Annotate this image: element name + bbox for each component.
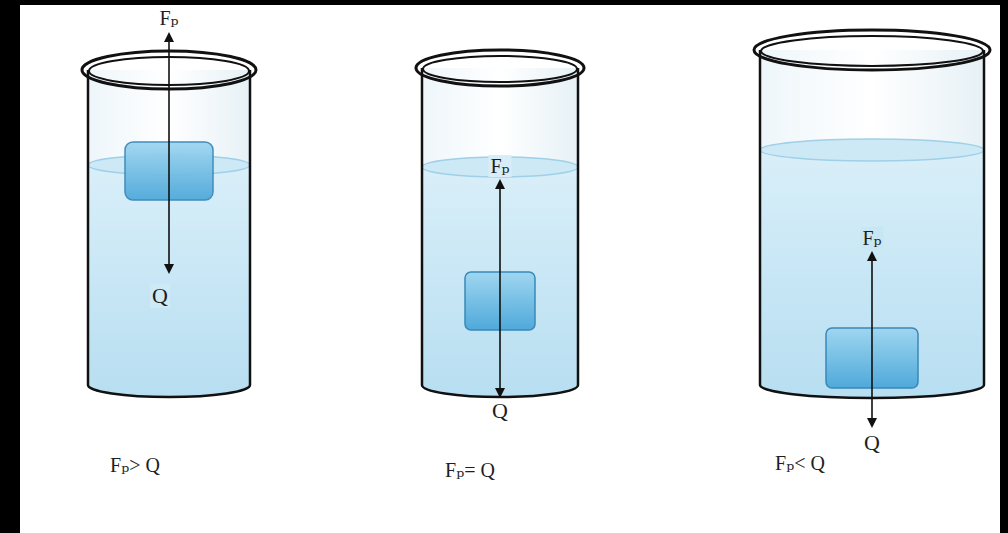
force-label: Q — [150, 284, 170, 308]
force-label: Fₚ — [488, 155, 511, 177]
condition-label: Fₚ< Q — [773, 452, 827, 474]
force-label: Fₚ — [157, 7, 180, 29]
condition-label: Fₚ> Q — [108, 454, 162, 476]
beaker — [416, 50, 584, 397]
condition-label: Fₚ= Q — [443, 459, 497, 481]
force-label: Q — [490, 399, 510, 423]
beaker — [754, 30, 990, 426]
force-label: Fₚ — [860, 227, 883, 249]
beaker — [82, 34, 256, 397]
force-label: Q — [862, 431, 882, 455]
